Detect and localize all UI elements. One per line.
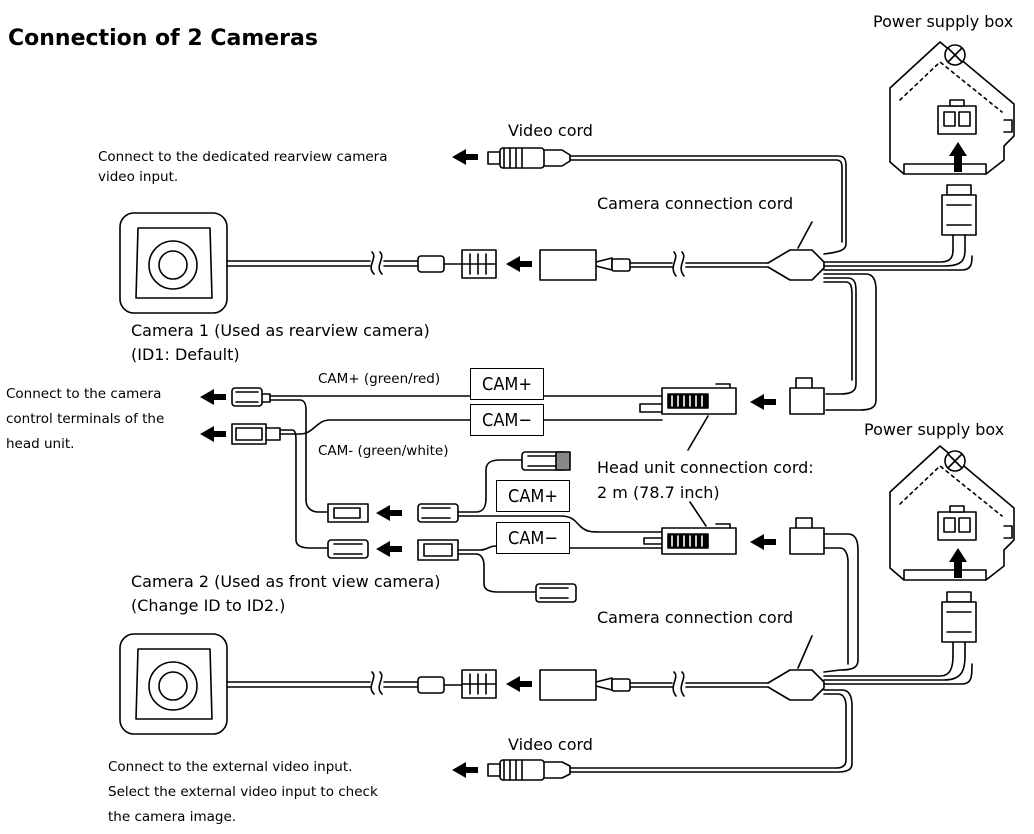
cam-minus-tag: CAM− [496,522,570,554]
arrow-left-icon [199,425,227,443]
leader-line [687,415,709,451]
power-wires-top [823,249,973,411]
video-cord-top [451,147,847,255]
video-cord-label: Video cord [508,735,593,754]
power-supply-box-label: Power supply box [864,420,1005,439]
power-supply-box-top [889,41,1015,175]
cam-connector-mid-right [417,503,459,561]
camera1-cable [226,249,497,279]
head-unit-connector-bottom [661,523,737,555]
camera2-label-line1: Camera 2 (Used as front view camera) [131,572,441,591]
cam-plus-wire-label: CAM+ (green/red) [318,371,441,387]
cam-plus-tag: CAM+ [496,480,570,512]
leader-line [797,635,813,669]
camera-connection-cord-bottom [539,669,825,701]
power-wires-bottom [823,533,973,685]
cam-connector-aux-bottom [535,583,577,603]
head-unit-cord-label-line1: Head unit connection cord: [597,458,814,477]
power-plug-top [941,184,977,251]
leader-line [689,501,707,527]
head-unit-cord-label-line2: 2 m (78.7 inch) [597,483,720,502]
power-supply-box-mid [889,445,1015,581]
camera-connection-cord-top [539,249,825,281]
camera2-cable [226,669,497,699]
cam-plus-tag: CAM+ [470,368,544,400]
leader-line [797,221,813,249]
video-cord-bottom [487,689,853,781]
connect-rearview-label-line1: Connect to the dedicated rearview camera [98,149,388,165]
arrow-left-icon [505,675,533,693]
connect-external-label-line1: Connect to the external video input. [108,759,353,775]
cam-plus-terminal [231,387,271,407]
connect-external-label-line3: the camera image. [108,809,237,825]
page-title: Connection of 2 Cameras [8,26,318,51]
arrow-left-icon [375,504,403,522]
camera-connection-cord-label: Camera connection cord [597,608,794,627]
arrow-left-icon [505,255,533,273]
arrow-left-icon [451,761,479,779]
camera2-label-line2: (Change ID to ID2.) [131,596,286,615]
connect-control-label-line2: control terminals of the [6,411,165,427]
power-supply-box-label: Power supply box [873,12,1014,31]
connect-control-label-line1: Connect to the camera [6,386,162,402]
camera-connection-cord-label: Camera connection cord [597,194,794,213]
connect-rearview-label-line2: video input. [98,169,179,185]
camera1-label-line1: Camera 1 (Used as rearview camera) [131,321,430,340]
arrow-left-icon [451,148,479,166]
camera1-label-line2: (ID1: Default) [131,345,240,364]
arrow-left-icon [375,540,403,558]
camera-1 [119,212,228,314]
cam-minus-tag: CAM− [470,404,544,436]
head-unit-connector-top [661,383,737,415]
plug-connector-top [789,377,825,415]
power-plug-mid [941,591,977,657]
camera-2 [119,633,228,735]
arrow-left-icon [749,533,777,551]
cam-connector-mid-left [327,503,369,559]
connect-external-label-line2: Select the external video input to check [108,784,378,800]
plug-connector-bottom [789,517,825,555]
cam-minus-terminal [231,423,281,445]
connect-control-label-line3: head unit. [6,436,75,452]
video-cord-label: Video cord [508,121,593,140]
cam-minus-wire-label: CAM- (green/white) [318,443,449,459]
arrow-left-icon [749,393,777,411]
cam-wires-top [269,395,663,549]
arrow-left-icon [199,388,227,406]
cam-connector-aux-top [521,451,571,471]
